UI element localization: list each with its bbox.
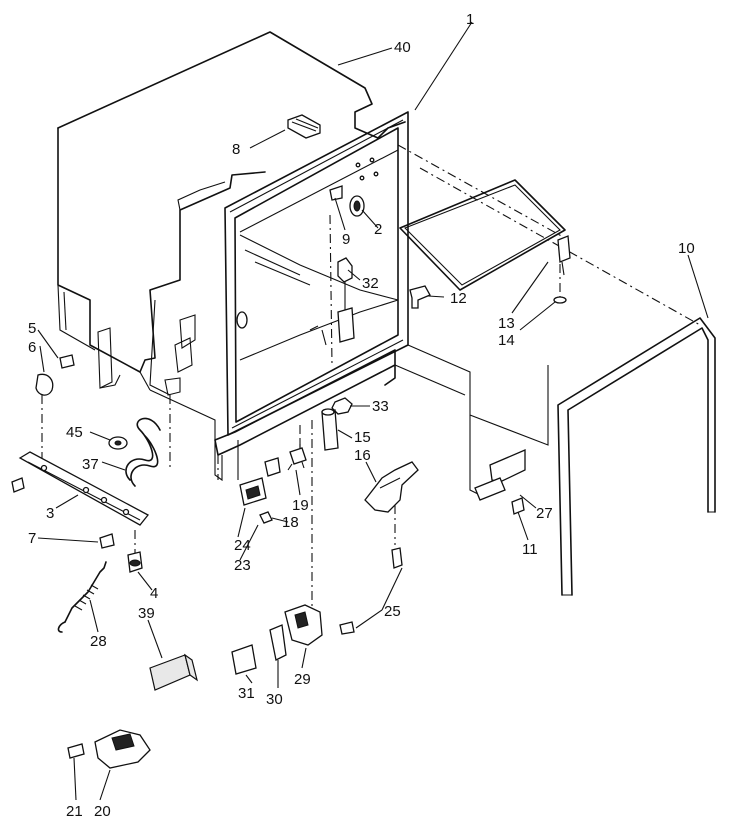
insulation-blanket [57, 31, 406, 396]
callout-18: 18 [282, 514, 299, 531]
wire-rack [399, 179, 571, 304]
callout-37: 37 [82, 456, 99, 473]
callout-33: 33 [372, 398, 389, 415]
callout-32: 32 [362, 275, 379, 292]
tension-spring [57, 561, 107, 633]
assembly-reference-lines [41, 144, 701, 615]
callout-28: 28 [90, 633, 107, 650]
callout-20: 20 [94, 803, 111, 820]
mount-bracket [474, 449, 526, 515]
vent-clip [287, 114, 321, 139]
callout-2: 2 [374, 221, 382, 238]
callout-19: 19 [292, 497, 309, 514]
float-lever [364, 461, 419, 569]
callout-27: 27 [536, 505, 553, 522]
callout-10: 10 [678, 240, 695, 257]
callout-3: 3 [46, 505, 54, 522]
callout-45: 45 [66, 424, 83, 441]
callout-8: 8 [232, 141, 240, 158]
callout-13: 13 [498, 315, 515, 332]
callout-15: 15 [354, 429, 371, 446]
callout-4: 4 [150, 585, 158, 602]
callout-21: 21 [66, 803, 83, 820]
callout-16: 16 [354, 447, 371, 464]
inlet-valve [67, 729, 151, 769]
callout-labels: 1 40 8 9 2 32 12 10 13 14 5 6 33 45 15 1… [28, 11, 695, 820]
tub-assembly [97, 111, 549, 496]
callout-5: 5 [28, 320, 36, 337]
leader-lines [37, 21, 709, 801]
callout-29: 29 [294, 671, 311, 688]
hose-and-clamp [35, 354, 161, 487]
callout-1: 1 [466, 11, 474, 28]
callout-40: 40 [394, 39, 411, 56]
callout-14: 14 [498, 332, 515, 349]
nut-and-sleeve [321, 397, 353, 451]
callout-12: 12 [450, 290, 467, 307]
callout-9: 9 [342, 231, 350, 248]
door-seal-frame [557, 317, 716, 596]
callout-23: 23 [234, 557, 251, 574]
callout-30: 30 [266, 691, 283, 708]
screw-and-grommet [329, 157, 379, 217]
callout-39: 39 [138, 605, 155, 622]
clip-12 [409, 285, 431, 309]
foam-block [149, 653, 198, 691]
water-valve-assembly [231, 604, 355, 675]
callout-31: 31 [238, 685, 255, 702]
callout-24: 24 [234, 537, 251, 554]
callout-7: 7 [28, 530, 36, 547]
callout-25: 25 [384, 603, 401, 620]
spray-tower [236, 257, 355, 346]
callout-6: 6 [28, 339, 36, 356]
switch-components [237, 440, 307, 524]
toe-plate-bar [11, 451, 149, 573]
callout-11: 11 [522, 541, 538, 558]
